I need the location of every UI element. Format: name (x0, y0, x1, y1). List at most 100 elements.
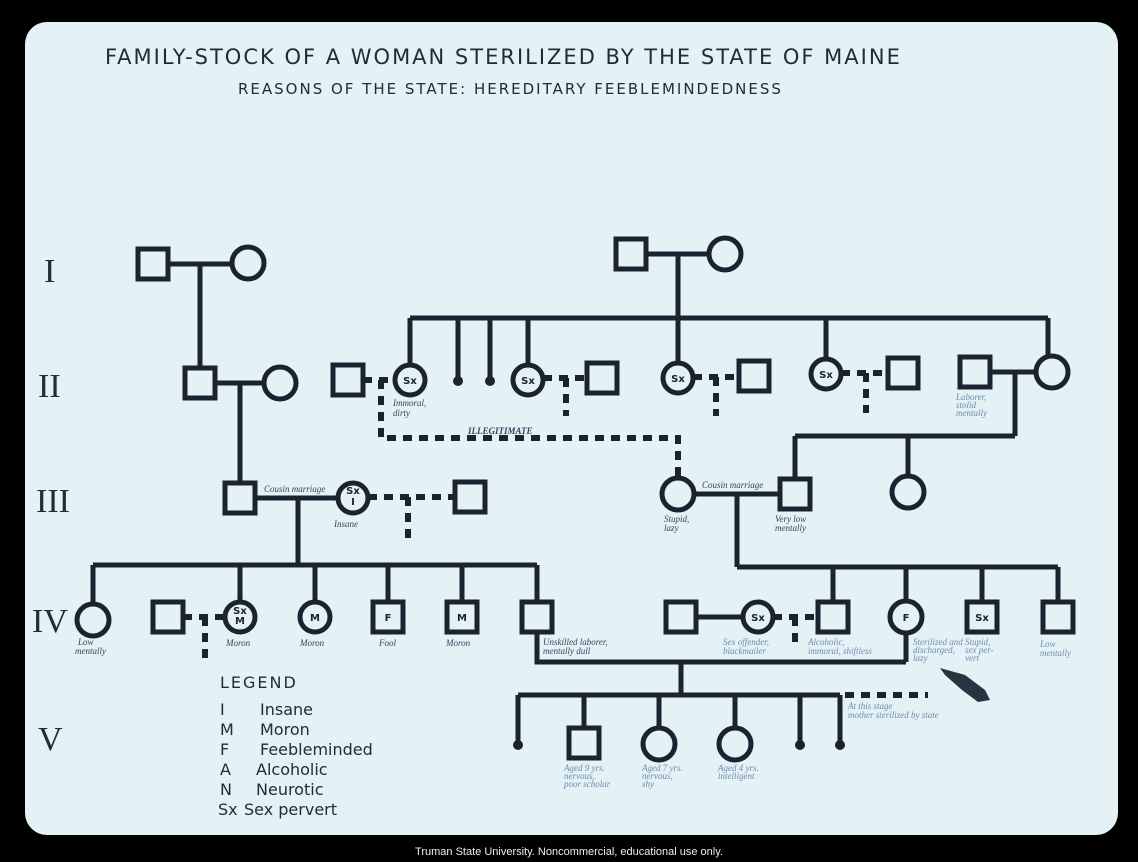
gen-label-5: V (38, 721, 63, 758)
label-moron: Moron (225, 638, 251, 648)
male-symbol (584, 360, 620, 396)
label-stupid-lazy: Stupid,lazy (664, 514, 689, 533)
label-sex-offender: Sex offender,blackmailer (723, 637, 769, 656)
female-symbol (261, 364, 299, 402)
symbol-mark: M (457, 613, 467, 624)
symbol-mark: Sx (521, 376, 535, 387)
female-symbol (1033, 353, 1071, 391)
annotations: Immoral,dirty ILLEGITIMATE Laborer,stoli… (75, 392, 1071, 789)
female-symbol (716, 725, 754, 763)
female-symbol-sx (660, 360, 696, 396)
label-immoral: Immoral,dirty (392, 398, 426, 418)
label-aged9: Aged 9 yrs.nervous,poor scholar (563, 763, 611, 789)
chart-subtitle: REASONS OF THE STATE: HEREDITARY FEEBLEM… (238, 80, 783, 98)
symbol-mark: F (903, 613, 910, 624)
legend-key: Sx (218, 800, 238, 819)
male-symbol-sx (964, 599, 1000, 635)
male-symbol (135, 246, 171, 282)
chart-title: FAMILY-STOCK OF A WOMAN STERILIZED BY TH… (105, 45, 902, 69)
symbol-mark: Sx (346, 486, 360, 497)
legend-label: Moron (260, 720, 310, 739)
legend-key: A (220, 760, 231, 779)
legend-label: Neurotic (256, 780, 323, 799)
female-symbol (640, 725, 678, 763)
male-symbol (330, 362, 366, 398)
male-symbol-feebleminded (370, 599, 406, 635)
symbol-mark: Sx (233, 606, 247, 617)
image-credit-caption: Truman State University. Noncommercial, … (415, 846, 723, 858)
male-symbol (613, 236, 649, 272)
gen-label-4: IV (32, 603, 68, 640)
female-symbol-sx-moron (222, 599, 258, 635)
female-symbol-insane (335, 480, 371, 516)
legend-label: Feebleminded (260, 740, 373, 759)
legend-key: I (220, 700, 225, 719)
symbol-mark: Sx (671, 374, 685, 385)
male-symbol-moron (444, 599, 480, 635)
relationship-lines (90, 251, 1061, 750)
slide-card (25, 22, 1118, 835)
gen-label-1: I (44, 253, 55, 290)
female-symbol (659, 475, 697, 513)
male-symbol (182, 365, 218, 401)
male-symbol (566, 725, 602, 761)
label-cousin-marriage-2: Cousin marriage (702, 480, 763, 490)
legend-key: M (220, 720, 234, 739)
symbol-mark: I (351, 497, 355, 508)
legend-key: F (220, 740, 229, 759)
female-symbol-sx (392, 362, 428, 398)
male-symbol (885, 355, 921, 391)
deceased-child-dot (513, 740, 523, 750)
symbol-mark: Sx (751, 613, 765, 624)
female-symbol-sx (510, 362, 546, 398)
symbol-mark: Sx (403, 376, 417, 387)
male-symbol (815, 599, 851, 635)
female-symbol (74, 601, 112, 639)
male-symbol (222, 480, 258, 516)
symbol-mark: M (235, 616, 245, 627)
symbol-mark: Sx (819, 370, 833, 381)
label-stupid-sex: Stupid,sex per-vert (965, 637, 994, 663)
female-symbol (229, 244, 267, 282)
label-alcoholic: Alcoholic,immoral, shiftless (807, 637, 873, 656)
deceased-child-dot (835, 740, 845, 750)
deceased-child-dot (453, 376, 463, 386)
label-unskilled: Unskilled laborer,mentally dull (543, 637, 608, 656)
label-insane: Insane (333, 519, 358, 529)
legend-title: LEGEND (220, 673, 298, 692)
symbol-mark: F (385, 613, 392, 624)
female-symbol-sx (740, 599, 776, 635)
legend-label: Insane (260, 700, 313, 719)
female-symbol-feebleminded-sterilized (887, 598, 925, 636)
label-cousin-marriage: Cousin marriage (264, 484, 325, 494)
male-symbol (519, 599, 555, 635)
generation-numerals: I II III IV V (32, 253, 70, 758)
female-symbol-moron (297, 599, 333, 635)
female-symbol-sx (808, 356, 844, 392)
deceased-child-dot (485, 376, 495, 386)
illegitimate-lines (183, 370, 928, 698)
gen-label-2: II (38, 368, 61, 405)
gen-label-3: III (36, 483, 70, 520)
legend: LEGEND I Insane M Moron F Feebleminded A… (218, 673, 373, 819)
pointing-hand-icon (940, 668, 990, 702)
label-fool: Fool (378, 638, 396, 648)
male-symbol (663, 599, 699, 635)
label-moron: Moron (299, 638, 325, 648)
label-aged4: Aged 4 yrs.intelligent (717, 763, 759, 781)
label-aged7: Aged 7 yrs.nervous,shy (641, 763, 683, 789)
label-illegitimate: ILLEGITIMATE (467, 426, 533, 436)
legend-key: N (220, 780, 232, 799)
male-symbol (150, 599, 186, 635)
male-symbol (736, 358, 772, 394)
male-symbol (1040, 599, 1076, 635)
deceased-child-dot (795, 740, 805, 750)
legend-label: Sex pervert (244, 800, 337, 819)
